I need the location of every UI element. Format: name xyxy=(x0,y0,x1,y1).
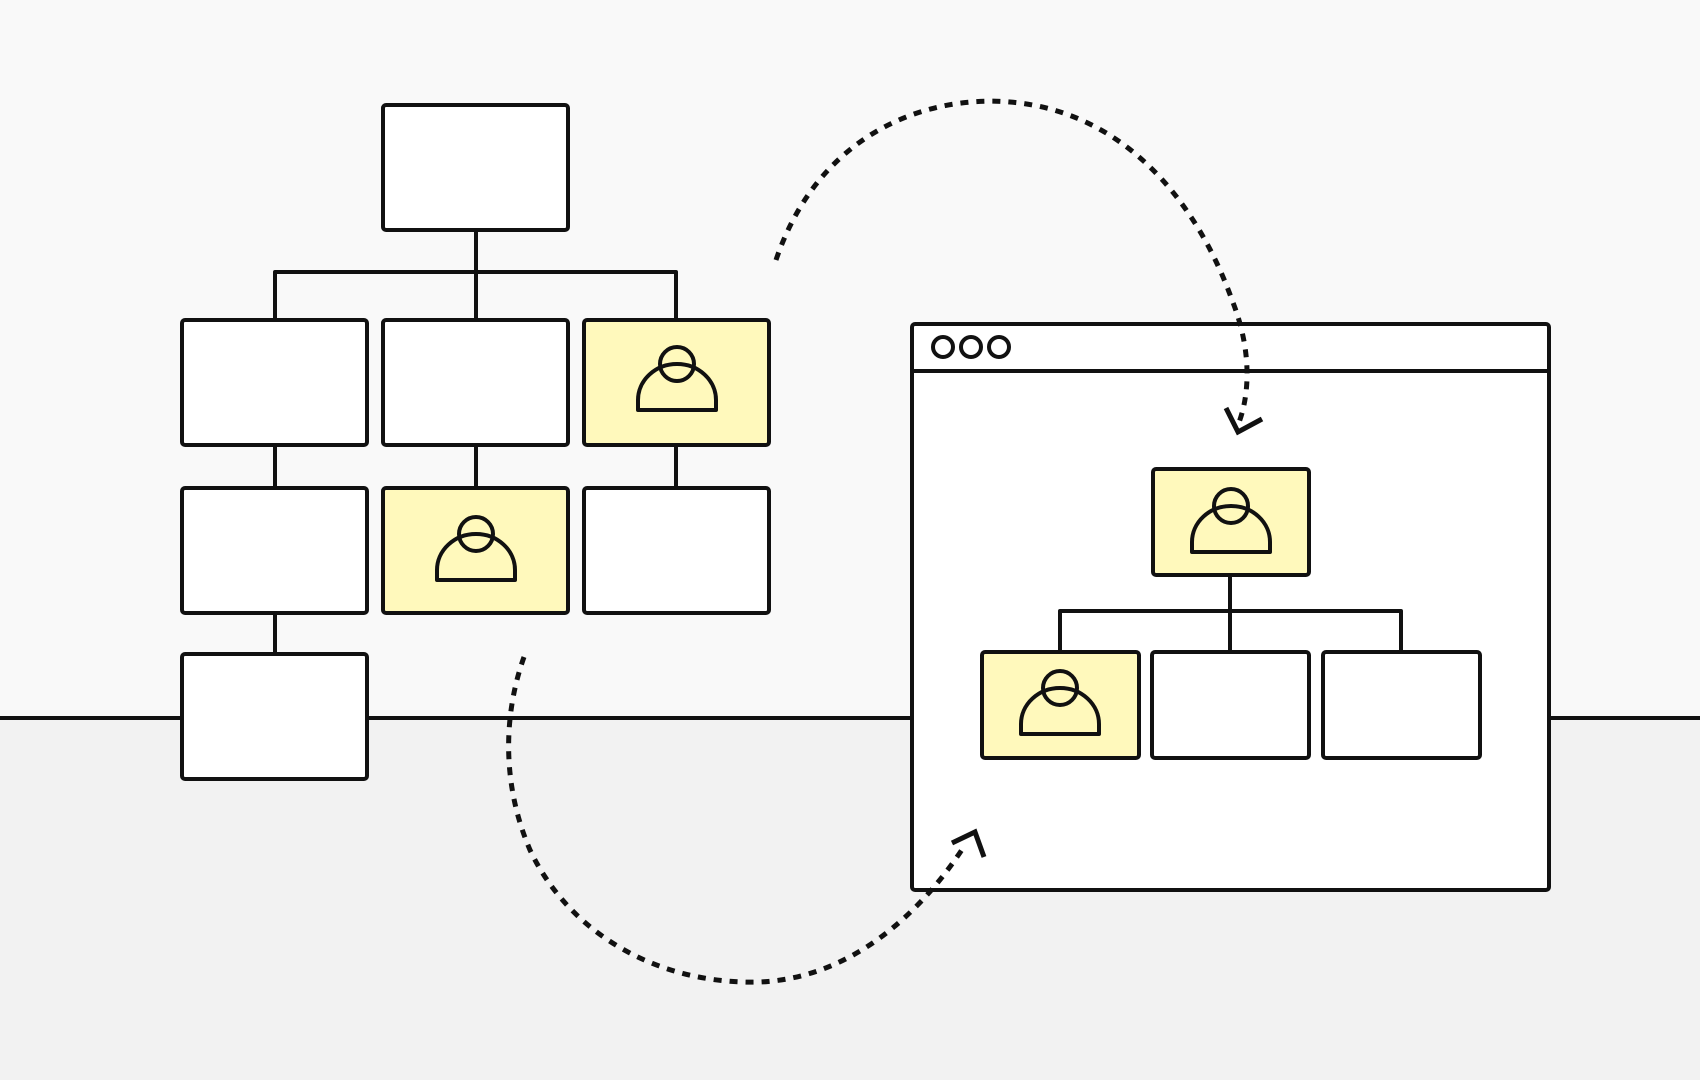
target-org-chart xyxy=(980,467,1482,760)
arrow-bottom-dotted xyxy=(506,656,968,985)
window-dot-icon xyxy=(931,335,955,359)
window-dot-icon xyxy=(959,335,983,359)
source-org-chart xyxy=(180,103,771,781)
target-node-child-3 xyxy=(1321,650,1482,760)
window-dot-icon xyxy=(987,335,1011,359)
source-node-root xyxy=(381,103,570,232)
source-node-r3-c1 xyxy=(180,652,369,781)
target-node-child-2 xyxy=(1150,650,1311,760)
source-node-r1-c2 xyxy=(381,318,570,447)
browser-window xyxy=(910,322,1551,892)
window-control-dots xyxy=(931,335,1011,359)
source-node-r1-c1 xyxy=(180,318,369,447)
arrow-top-dotted xyxy=(773,98,1250,426)
arrow-top-head-icon xyxy=(1223,406,1264,436)
source-node-r2-c1 xyxy=(180,486,369,615)
source-connectors xyxy=(273,230,678,654)
arrow-bottom-head-icon xyxy=(950,828,987,858)
source-node-r2-c3 xyxy=(582,486,771,615)
dotted-arrows xyxy=(506,98,1264,985)
